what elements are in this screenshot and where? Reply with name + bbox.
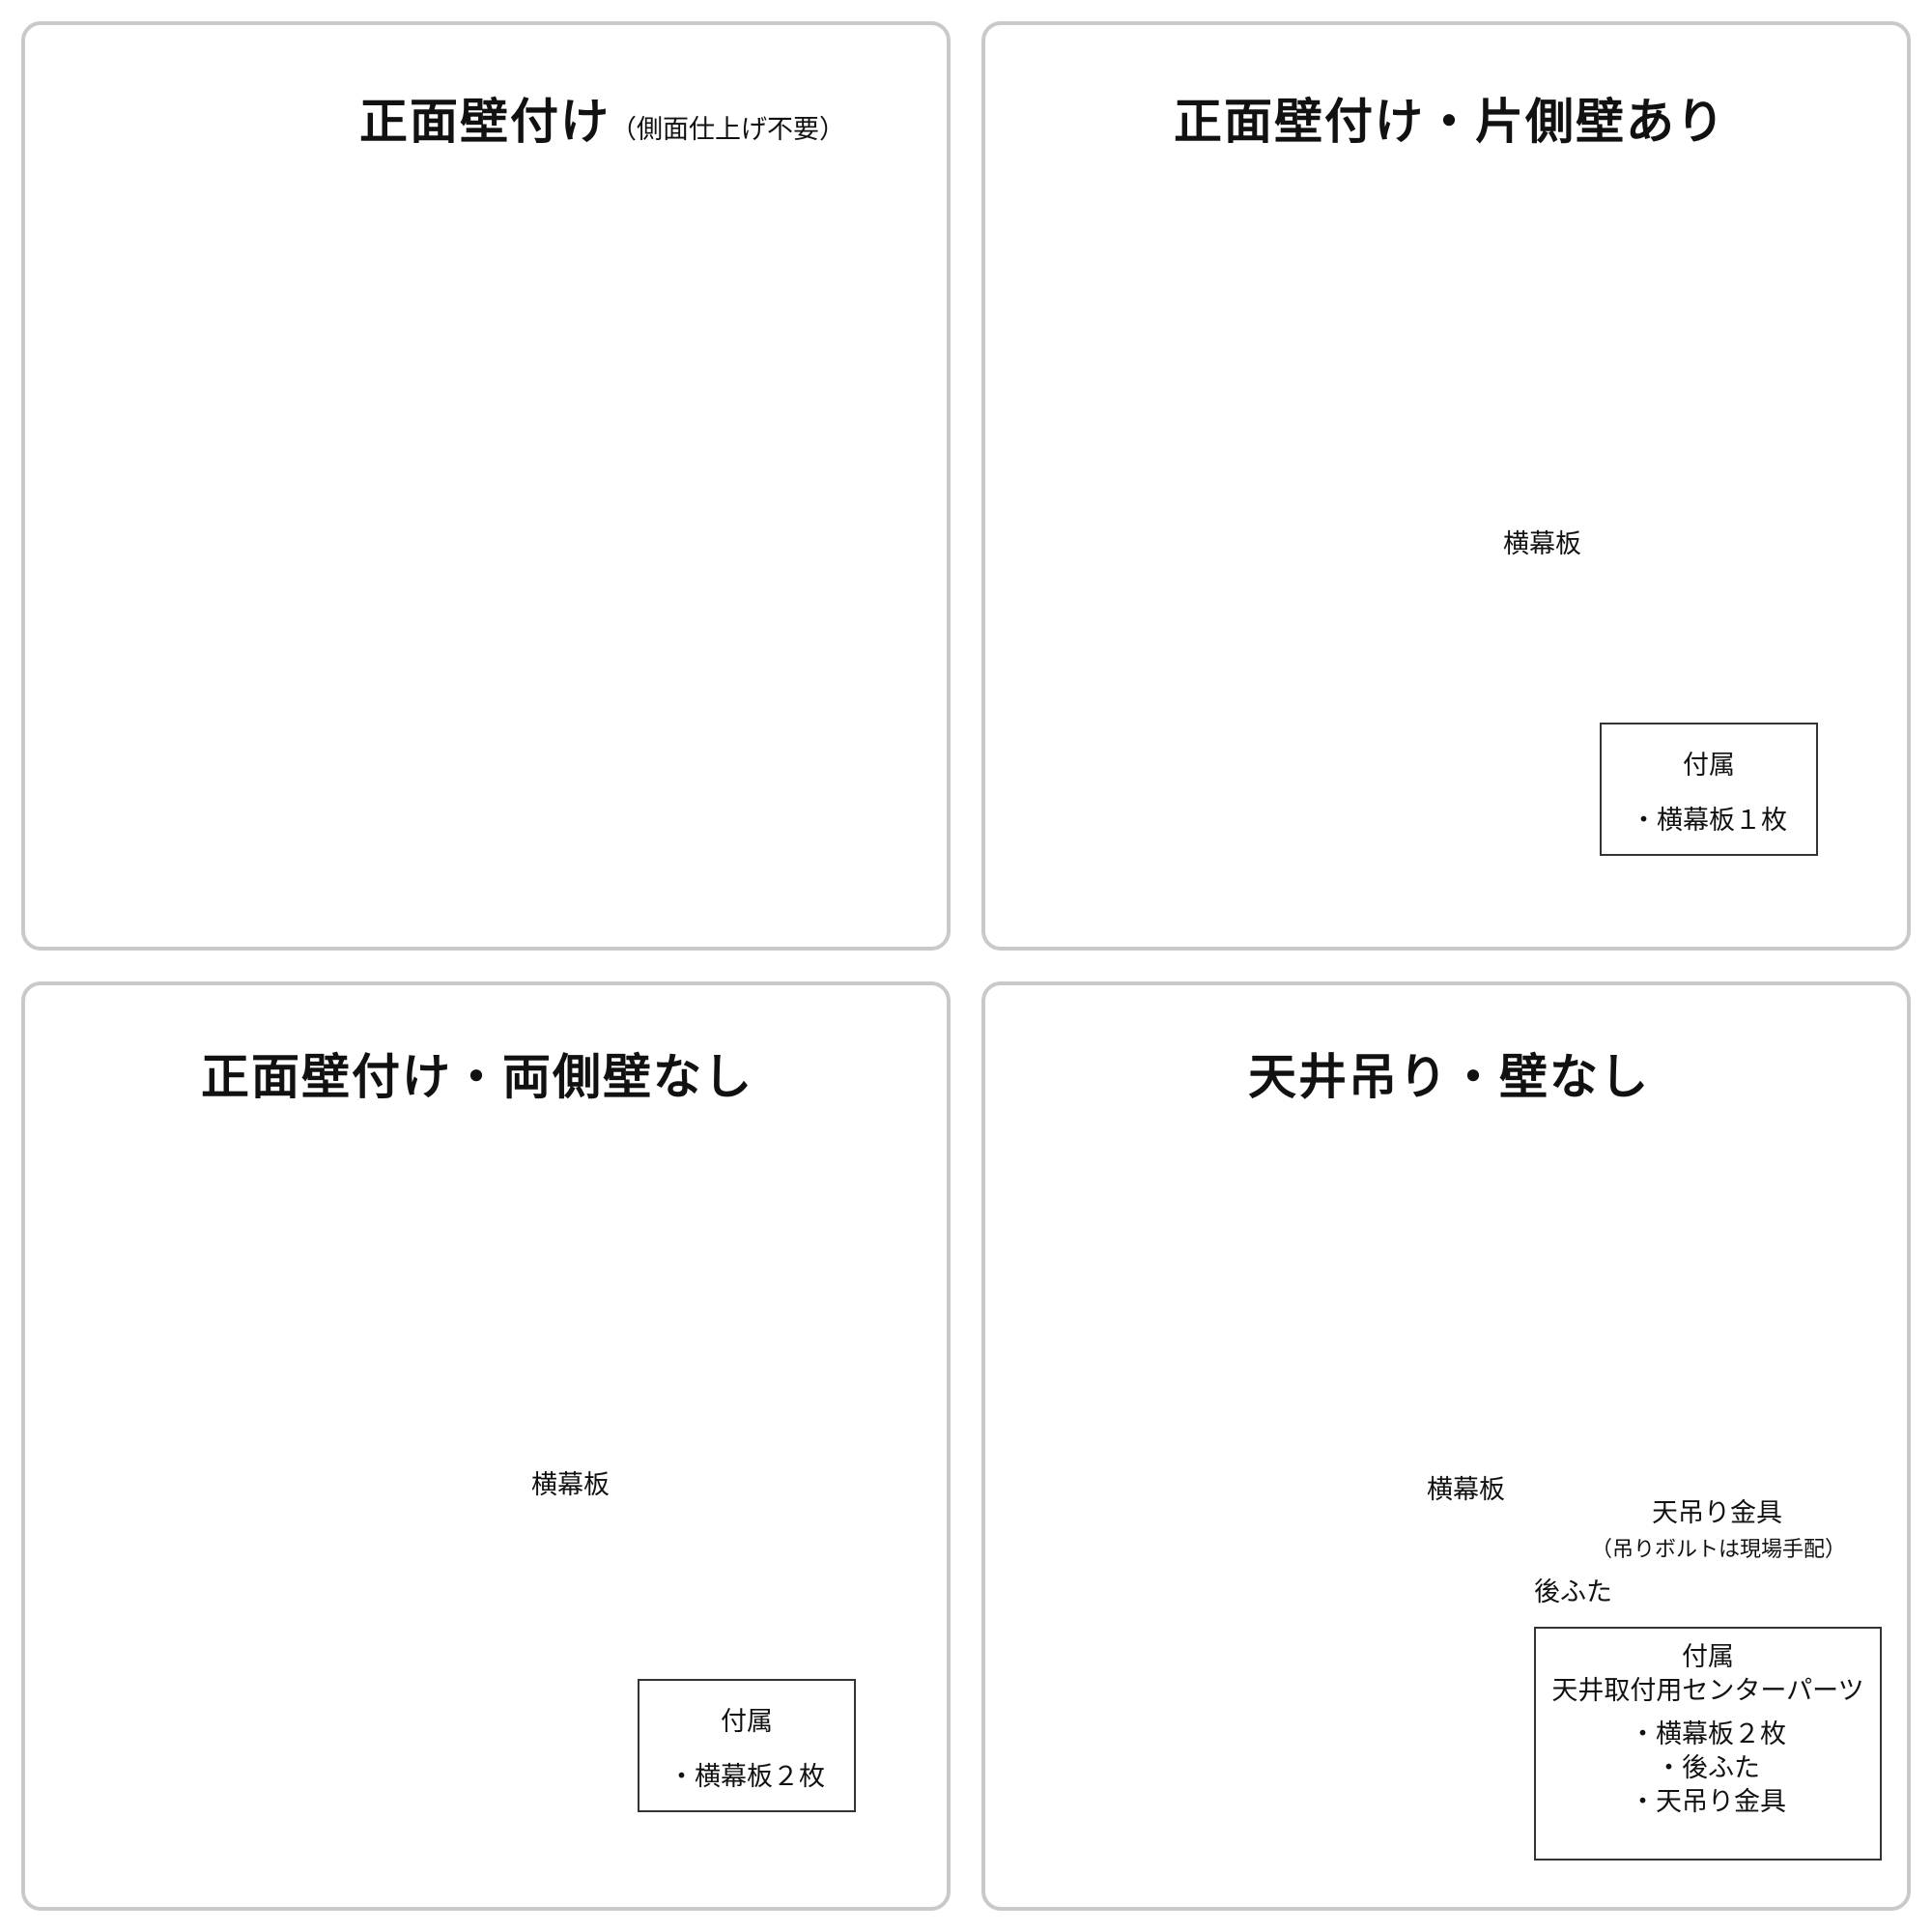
ceiling-bracket-note: （吊りボルトは現場手配） (1591, 1538, 1847, 1562)
side-panel-label: 横幕板 (531, 1470, 610, 1500)
panel-front-wall: 正面壁付け（側面仕上げ不要） (21, 21, 951, 951)
box-item: ・天吊り金具 (1630, 1787, 1786, 1817)
title-subtitle: （側面仕上げ不要） (611, 115, 845, 145)
box-item: ・横幕板２枚 (1630, 1719, 1786, 1749)
panel-title: 天井吊り・壁なし (1248, 1049, 1650, 1105)
ceiling-bracket-label: 天吊り金具 (1652, 1498, 1782, 1528)
included-parts-box: 付属 天井取付用センターパーツ ・横幕板２枚 ・後ふた ・天吊り金具 (1534, 1627, 1882, 1861)
included-parts-box: 付属 ・横幕板１枚 (1600, 723, 1818, 856)
side-panel-label: 横幕板 (1427, 1475, 1505, 1505)
box-heading: 付属 (1682, 1642, 1734, 1672)
panel-front-wall-no-side: 正面壁付け・両側壁なし 横幕板 付属 ・横幕板２枚 (21, 981, 951, 1911)
panel-title: 正面壁付け・両側壁なし (201, 1049, 753, 1105)
box-item: ・横幕板１枚 (1631, 806, 1787, 836)
panel-front-wall-one-side: 正面壁付け・片側壁あり 横幕板 付属 ・横幕板１枚 (981, 21, 1911, 951)
title-text: 正面壁付け (359, 94, 611, 150)
panel-title: 正面壁付け（側面仕上げ不要） (359, 83, 845, 153)
box-heading: 付属 (1683, 751, 1735, 781)
box-item: ・後ふた (1656, 1753, 1760, 1783)
panel-title: 正面壁付け・片側壁あり (1174, 94, 1726, 150)
included-parts-box: 付属 ・横幕板２枚 (638, 1679, 856, 1812)
back-cover-label: 後ふた (1534, 1577, 1612, 1607)
panel-ceiling-mount: 天井吊り・壁なし 横幕板 天吊り金具 （吊りボルトは現場手配） 後ふた 付属 天… (981, 981, 1911, 1911)
box-item: ・横幕板２枚 (668, 1762, 825, 1792)
box-heading: 付属 (721, 1707, 773, 1737)
box-subheading: 天井取付用センターパーツ (1551, 1676, 1864, 1706)
side-panel-label: 横幕板 (1503, 529, 1581, 559)
